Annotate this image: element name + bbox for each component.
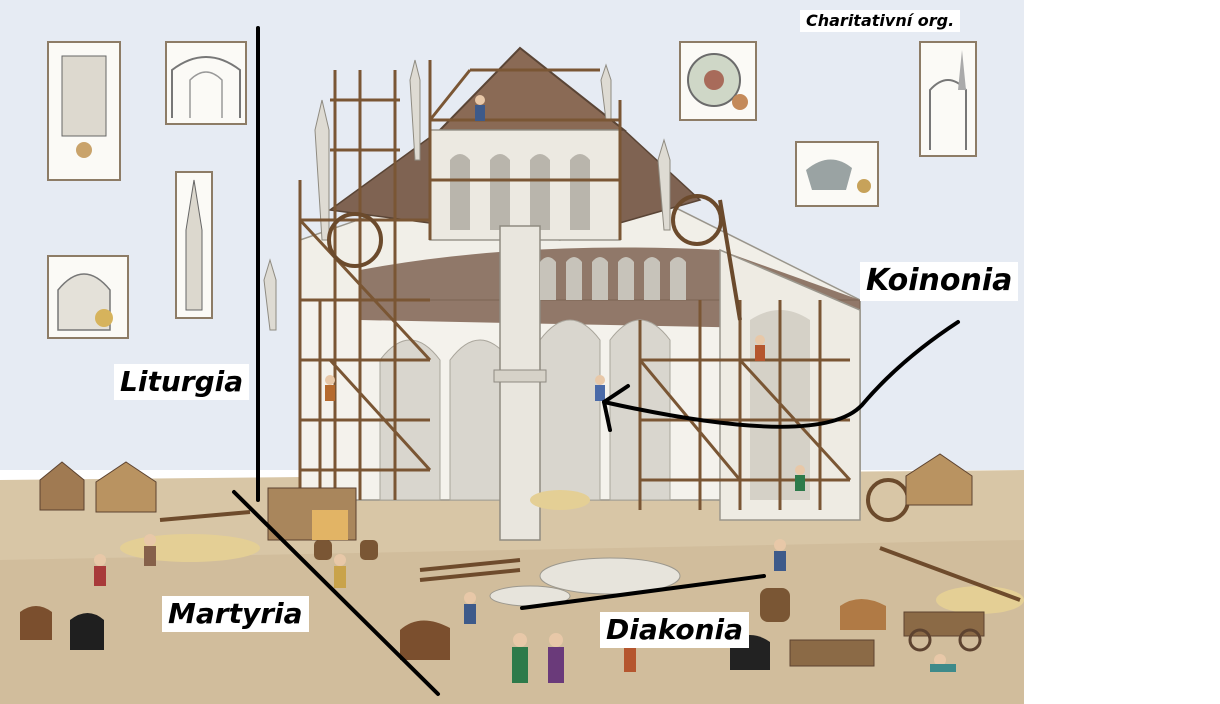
label-diakonia: Diakonia [600,612,750,649]
label-charity-organization: Charitativní org. [800,10,961,33]
materials [120,490,1024,622]
framed-picture-flying-buttress [919,41,977,157]
blank-margin [1024,0,1220,704]
illustration-svg [0,0,1024,704]
framed-picture-spire [175,171,213,319]
label-martyria: Martyria [162,596,309,633]
workers [94,95,956,683]
framed-picture-window [47,255,129,339]
label-liturgia: Liturgia [114,364,250,401]
framed-picture-pulpit [47,41,121,181]
label-koinonia: Koinonia [860,262,1019,301]
framed-picture-vault [165,41,247,125]
horses-and-carts [20,599,985,670]
framed-picture-rose-window [679,41,757,121]
cathedral-construction-illustration [0,0,1024,704]
huts [39,453,973,541]
scaffolding [298,60,852,510]
framed-picture-gargoyle [795,141,879,207]
annotation-lines [232,26,960,696]
